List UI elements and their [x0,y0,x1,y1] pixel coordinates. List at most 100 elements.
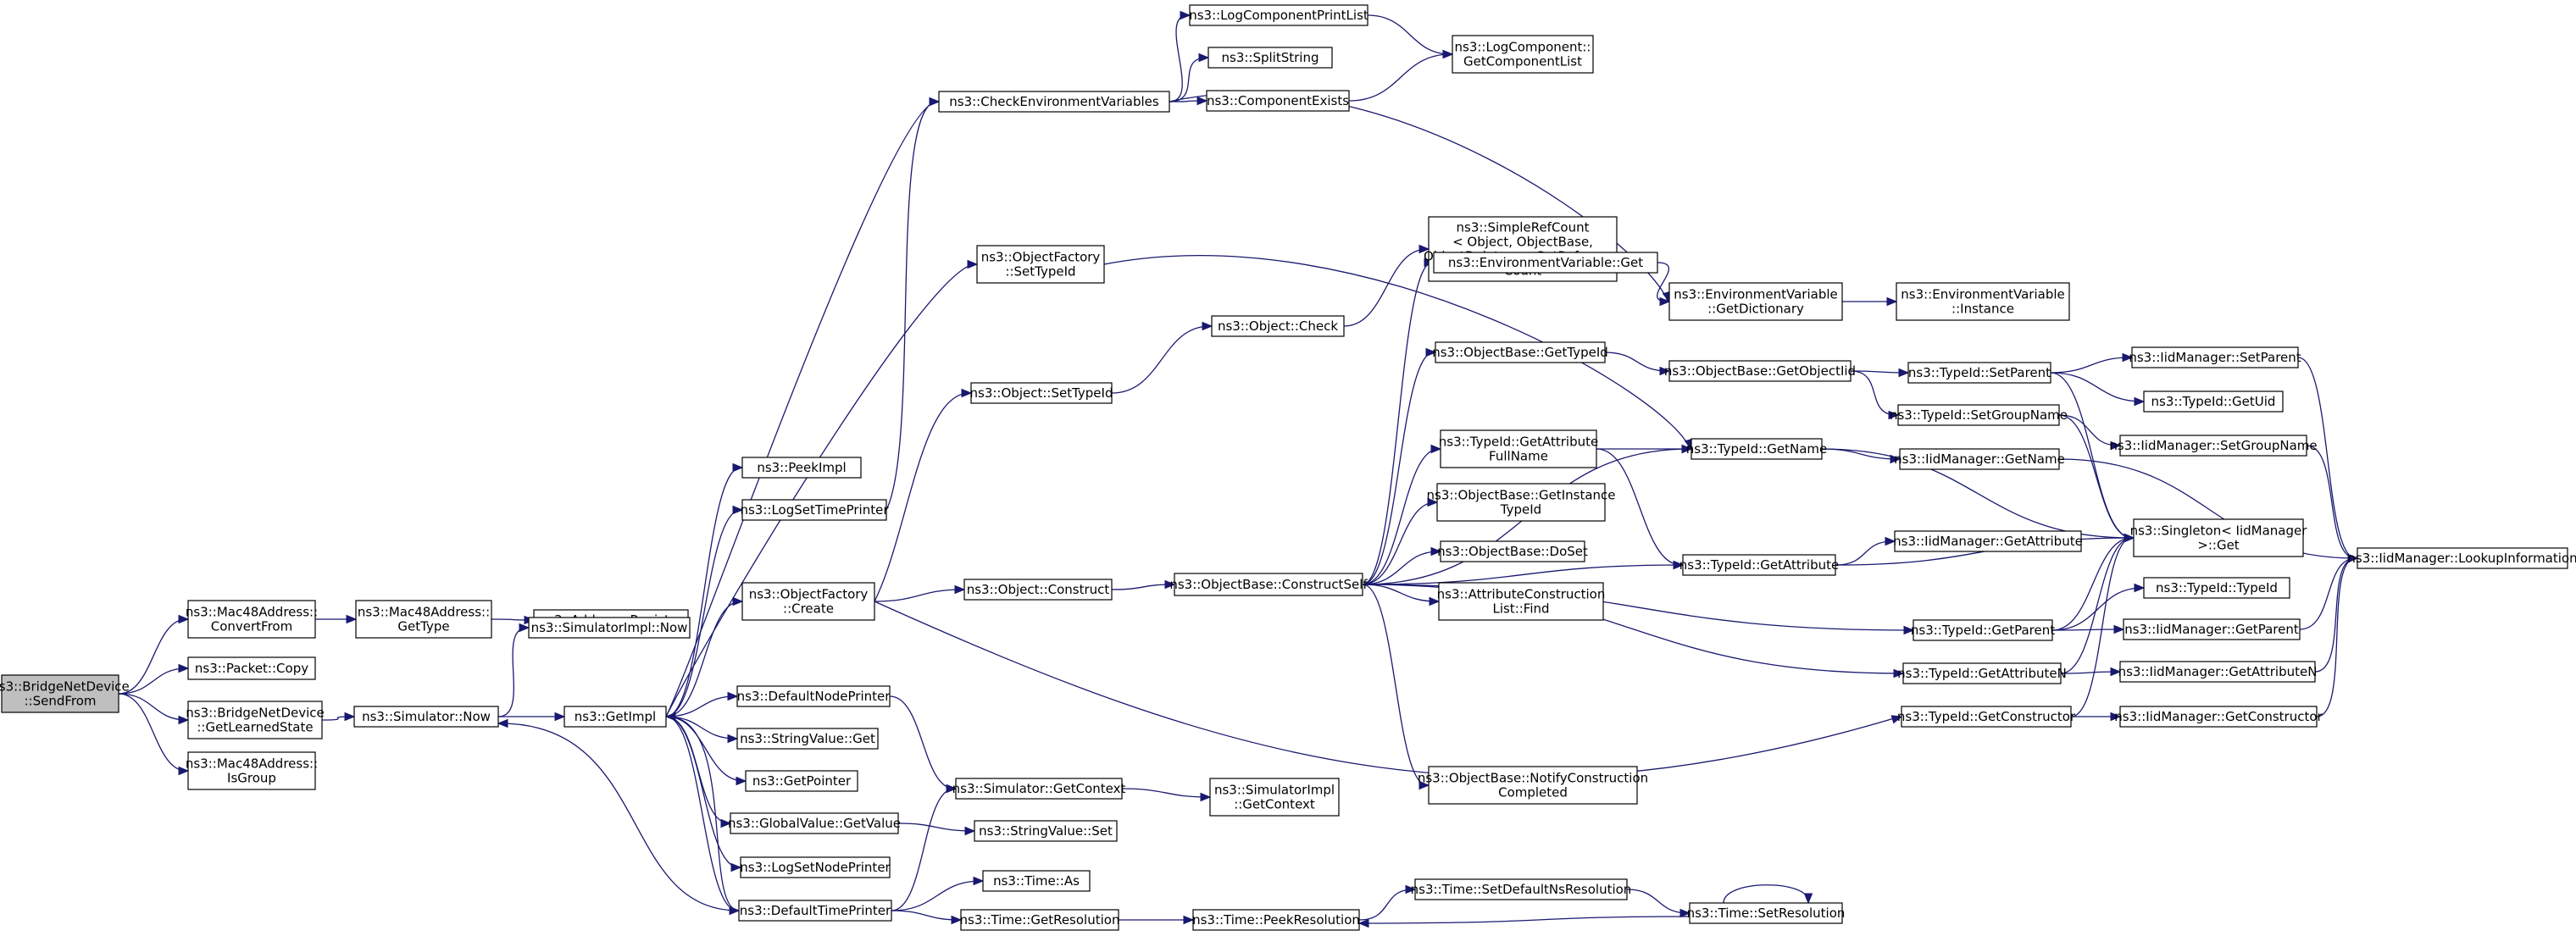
node-iidmanager-setparent[interactable]: ns3::IidManager::SetParent [2129,346,2301,368]
node-globalvalue-getvalue[interactable]: ns3::GlobalValue::GetValue [728,812,901,834]
node-label: GetComponentList [1463,54,1582,69]
node-splitstring[interactable]: ns3::SplitString [1208,47,1333,69]
node-box [736,728,879,750]
edge-arrowhead [1659,366,1671,376]
node-label: ns3::LogComponent:: [1455,40,1591,55]
node-label: ns3::Time::SetDefaultNsResolution [1411,882,1632,897]
node-time-peekresolution[interactable]: ns3::Time::PeekResolution [1192,909,1360,931]
node-objectfactory-create[interactable]: ns3::ObjectFactory::Create [741,582,875,621]
node-typeid-getparent[interactable]: ns3::TypeId::GetParent [1911,619,2055,641]
node-iidmanager-getattributen[interactable]: ns3::IidManager::GetAttributeN [2118,661,2318,683]
node-box [730,812,899,834]
node-envvar-instance[interactable]: ns3::EnvironmentVariable::Instance [1896,282,2070,321]
node-label: ns3::StringValue::Get [740,731,875,746]
call-edge [1626,889,1691,918]
edge-arrowhead [929,97,941,107]
call-edge [1842,296,1898,307]
node-box [1192,909,1360,931]
node-box [564,706,667,728]
node-object-check[interactable]: ns3::Object::Check [1211,315,1345,337]
node-object-settypeid[interactable]: ns3::Object::SetTypeId [970,382,1113,404]
node-time-getresolution[interactable]: ns3::Time::GetResolution [960,909,1120,931]
node-bridge-sendfrom[interactable]: ns3::BridgeNetDevice::SendFrom [0,674,130,713]
edge-arrowhead [1357,918,1369,928]
node-typeid-getname[interactable]: ns3::TypeId::GetName [1686,438,1827,460]
edge-line [1103,255,1690,450]
edge-line [497,627,528,717]
call-edge [1169,53,1210,102]
node-box [974,820,1118,842]
node-objectbase-gettypeid[interactable]: ns3::ObjectBase::GetTypeId [1432,341,1608,363]
node-componentexists[interactable]: ns3::ComponentExists [1206,90,1350,112]
node-peekimpl[interactable]: ns3::PeekImpl [741,457,862,479]
node-iidmanager-lookupinformation[interactable]: ns3::IidManager::LookupInformation [2347,547,2576,569]
node-objectbase-notifyconstructioncompleted[interactable]: ns3::ObjectBase::NotifyConstructionCompl… [1418,766,1648,805]
node-simulator-now[interactable]: ns3::Simulator::Now [353,706,499,728]
node-simulatorimpl-getcontext[interactable]: ns3::SimulatorImpl::GetContext [1209,778,1340,817]
edge-arrowhead [2110,712,2122,722]
node-logcomponentprintlist[interactable]: ns3::LogComponentPrintList [1189,4,1368,26]
node-defaulttimeprinter[interactable]: ns3::DefaultTimePrinter [738,900,892,922]
node-logcomponent-getcomponentlist[interactable]: ns3::LogComponent::GetComponentList [1452,35,1594,74]
edge-arrowhead [2134,396,2146,407]
node-mac-convertfrom[interactable]: ns3::Mac48Address::ConvertFrom [186,600,318,639]
edge-line [665,716,745,782]
edge-arrowhead [664,712,676,722]
node-box [1189,4,1368,26]
node-objectbase-constructself[interactable]: ns3::ObjectBase::ConstructSelf [1169,573,1368,596]
node-iidmanager-getparent[interactable]: ns3::IidManager::GetParent [2123,618,2301,640]
edge-line [1626,889,1689,914]
node-box [1436,483,1606,522]
node-objectbase-getobjectiid[interactable]: ns3::ObjectBase::GetObjectIid [1664,360,1856,382]
node-packet-copy[interactable]: ns3::Packet::Copy [187,656,316,680]
node-iidmanager-getattribute[interactable]: ns3::IidManager::GetAttribute [1893,530,2083,552]
call-edge [665,505,744,717]
node-label: ns3::IidManager::GetAttributeN [2118,664,2318,679]
node-time-setdefaultnsresolution[interactable]: ns3::Time::SetDefaultNsResolution [1411,878,1632,900]
node-bridge-getlearnedstate[interactable]: ns3::BridgeNetDevice::GetLearnedState [186,701,325,739]
node-time-as[interactable]: ns3::Time::As [982,870,1091,892]
node-iidmanager-setgroupname[interactable]: ns3::IidManager::SetGroupName [2109,435,2318,457]
node-stringvalue-get[interactable]: ns3::StringValue::Get [736,728,879,750]
node-time-setresolution[interactable]: ns3::Time::SetResolution [1687,902,1846,924]
node-stringvalue-set[interactable]: ns3::StringValue::Set [974,820,1118,842]
node-typeid-getattribute[interactable]: ns3::TypeId::GetAttribute [1679,554,1839,576]
node-defaultnodeprinter[interactable]: ns3::DefaultNodePrinter [736,685,891,707]
node-box [982,870,1091,892]
node-checkenvvars[interactable]: ns3::CheckEnvironmentVariables [938,91,1170,113]
call-edge [2050,372,2146,407]
node-label: ns3::PeekImpl [757,460,846,475]
node-envvar-get[interactable]: ns3::EnvironmentVariable::Get [1433,252,1658,274]
node-singleton-get[interactable]: ns3::Singleton< IidManager>::Get [2130,518,2308,557]
node-simulator-getcontext[interactable]: ns3::Simulator::GetContext [952,778,1126,800]
node-label: ns3::EnvironmentVariable [1674,287,1837,302]
node-mac-gettype[interactable]: ns3::Mac48Address::GetType [355,600,492,639]
node-mac-isgroup[interactable]: ns3::Mac48Address::IsGroup [186,751,318,790]
node-typeid-typeid[interactable]: ns3::TypeId::TypeId [2143,577,2290,599]
node-getimpl[interactable]: ns3::GetImpl [564,706,667,728]
node-label: Completed [1498,785,1568,800]
node-envvar-getdictionary[interactable]: ns3::EnvironmentVariable::GetDictionary [1668,282,1843,321]
node-typeid-getuid[interactable]: ns3::TypeId::GetUid [2143,390,2284,413]
node-objectfactory-settypeid[interactable]: ns3::ObjectFactory::SetTypeId [976,245,1105,284]
node-typeid-getattributen[interactable]: ns3::TypeId::GetAttributeN [1897,662,2067,684]
node-typeid-setgroupname[interactable]: ns3::TypeId::SetGroupName [1890,404,2068,426]
edge-arrowhead [730,862,742,872]
node-iidmanager-getconstructor[interactable]: ns3::IidManager::GetConstructor [2114,706,2323,728]
node-getpointer[interactable]: ns3::GetPointer [745,770,858,792]
edge-line [2299,557,2357,630]
edge-arrowhead [1890,715,1903,724]
node-objectbase-doset[interactable]: ns3::ObjectBase::DoSet [1437,540,1588,562]
node-label: ns3::ObjectBase::NotifyConstruction [1418,771,1648,786]
node-object-construct[interactable]: ns3::Object::Construct [963,579,1113,601]
node-logsettimeprinter[interactable]: ns3::LogSetTimePrinter [740,499,889,521]
node-iidmanager-getname[interactable]: ns3::IidManager::GetName [1894,448,2065,470]
node-logsetnodeprinter[interactable]: ns3::LogSetNodePrinter [740,856,891,878]
node-typeid-setparent[interactable]: ns3::TypeId::SetParent [1907,362,2051,384]
node-box [1689,902,1843,924]
node-simulatorimpl-now[interactable]: ns3::SimulatorImpl::Now [528,617,691,639]
node-typeid-getconstructor[interactable]: ns3::TypeId::GetConstructor [1897,706,2076,728]
